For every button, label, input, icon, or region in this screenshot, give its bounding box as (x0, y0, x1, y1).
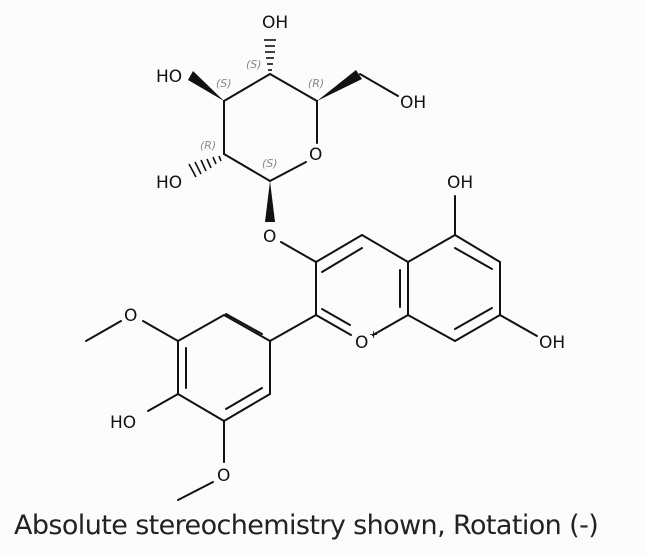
stereo-label-anomeric: (S) (262, 157, 278, 170)
atom-methoxy-o-lower: O (217, 466, 230, 486)
atom-ho-upper-left: HO (156, 67, 182, 87)
stereo-label-upper-left: (S) (216, 77, 232, 90)
stereo-label-upper-right: (R) (308, 77, 324, 90)
atom-oh-top: OH (262, 13, 288, 33)
stereo-label-lower-left: (R) (200, 139, 216, 152)
atom-methoxy-o-upper: O (124, 306, 137, 326)
atom-ring-o: O (309, 145, 322, 165)
atom-glycosidic-o: O (263, 227, 276, 247)
stereo-label-top: (S) (246, 58, 262, 71)
atom-ho-phenol: HO (110, 413, 136, 433)
sugar-ring (188, 39, 399, 222)
molecule-diagram: OH HO OH O HO O OH O + OH O HO O (S) (S)… (85, 13, 565, 501)
atom-oxonium-charge: + (369, 328, 378, 341)
atom-oh-c7: OH (539, 333, 565, 353)
phenyl-ring (85, 313, 317, 501)
atom-oh-c5: OH (447, 173, 473, 193)
atom-ho-lower-left: HO (156, 173, 182, 193)
atom-oxonium-o: O (355, 333, 368, 353)
stereochemistry-caption: Absolute stereochemistry shown, Rotation… (14, 510, 599, 541)
chromenylium-core (315, 195, 538, 342)
atom-ch2oh: OH (400, 93, 426, 113)
